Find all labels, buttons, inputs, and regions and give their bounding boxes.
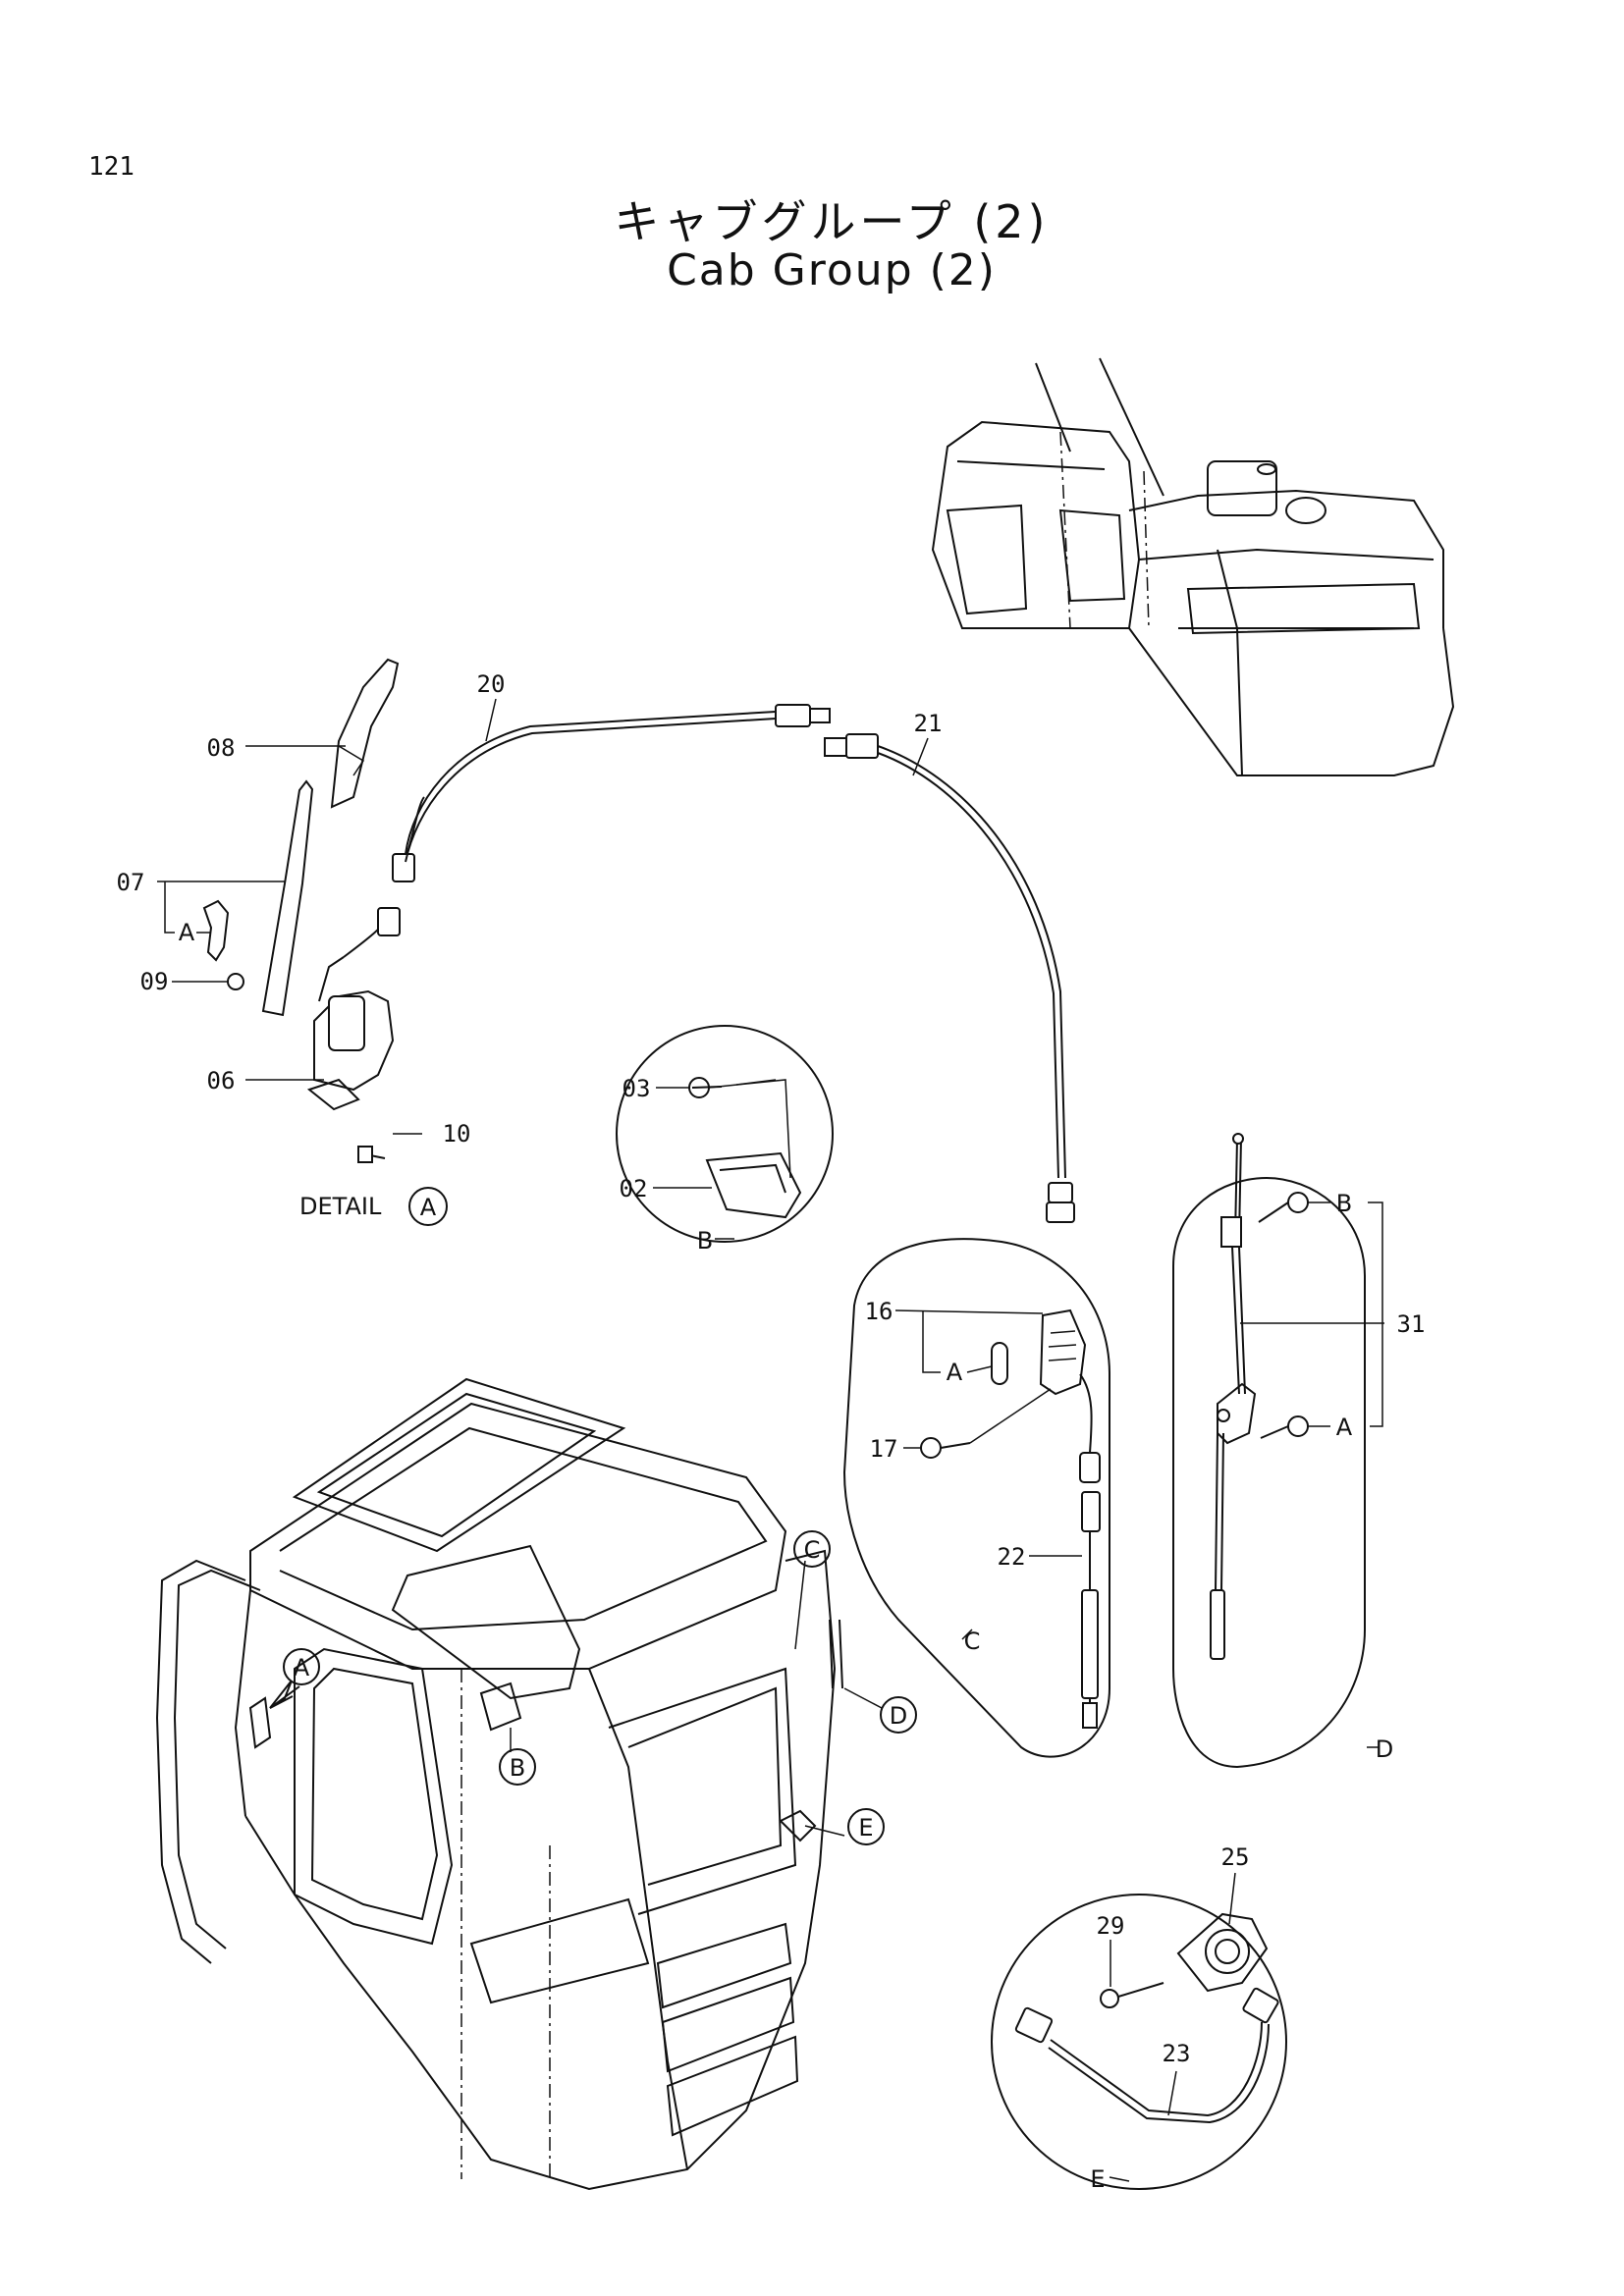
part-label-25: 25 <box>1221 1843 1250 1871</box>
detail-c-drawing <box>842 1238 1110 1758</box>
part-number-labels: 08 07 09 06 10 20 21 03 02 16 17 22 31 2… <box>117 670 1426 2067</box>
detail-d-drawing <box>1172 1133 1366 1769</box>
cab-callouts: A B C D E <box>283 1530 917 1845</box>
sub-item-labels: A A B A B C D E <box>179 919 1393 2193</box>
page-number: 121 <box>88 152 135 182</box>
harness-20-21-drawing <box>405 704 1075 1223</box>
part-label-20: 20 <box>477 670 506 698</box>
callout-b: B <box>510 1754 525 1782</box>
title-japanese: キャブグループ (2) <box>614 195 1050 248</box>
cab-drawing <box>155 1377 843 2191</box>
part-label-23: 23 <box>1163 2040 1191 2067</box>
part-label-31: 31 <box>1397 1310 1426 1338</box>
bubble-label-e: E <box>1090 2165 1105 2193</box>
part-label-09: 09 <box>140 968 169 995</box>
part-label-16: 16 <box>865 1298 893 1325</box>
excavator-overview-drawing <box>931 357 1455 776</box>
part-label-07: 07 <box>117 869 145 896</box>
callout-e: E <box>858 1814 873 1842</box>
bubble-label-b: B <box>697 1227 713 1255</box>
bubble-label-d: D <box>1376 1735 1393 1763</box>
part-label-10: 10 <box>443 1120 471 1148</box>
detail-a-caption-text: DETAIL <box>299 1193 382 1220</box>
part-label-03: 03 <box>623 1075 651 1102</box>
leader-lines <box>157 698 1384 2182</box>
title-english: Cab Group (2) <box>667 245 997 295</box>
part-label-21: 21 <box>914 710 943 737</box>
part-label-06: 06 <box>207 1067 236 1095</box>
bubble-label-c: C <box>964 1628 981 1655</box>
part-label-08: 08 <box>207 734 236 762</box>
callout-a: A <box>294 1654 310 1682</box>
part-label-02: 02 <box>620 1175 648 1202</box>
part-label-29: 29 <box>1097 1912 1125 1940</box>
part-label-17: 17 <box>870 1435 898 1463</box>
detail-a-drawing <box>202 658 425 1163</box>
sub-label-07-a: A <box>179 919 195 946</box>
detail-a-caption: DETAIL A <box>299 1187 448 1226</box>
detail-b-drawing <box>616 1025 834 1243</box>
detail-a-caption-letter: A <box>420 1194 437 1221</box>
part-label-22: 22 <box>998 1543 1026 1571</box>
detail-e-drawing <box>991 1894 1287 2190</box>
sub-label-31-a: A <box>1336 1414 1353 1441</box>
callout-c: C <box>804 1536 821 1564</box>
callout-d: D <box>890 1702 907 1730</box>
sub-label-16-a: A <box>947 1359 963 1386</box>
sub-label-31-b: B <box>1336 1190 1352 1217</box>
